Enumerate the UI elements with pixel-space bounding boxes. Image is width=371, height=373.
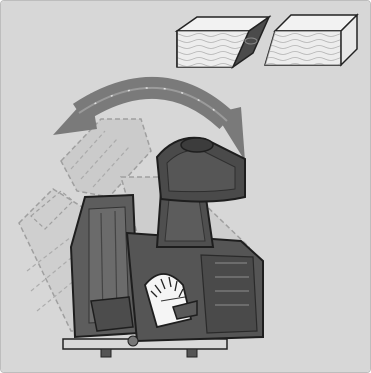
illustration-frame — [0, 0, 371, 373]
saw-bevel-illustration — [1, 1, 370, 372]
